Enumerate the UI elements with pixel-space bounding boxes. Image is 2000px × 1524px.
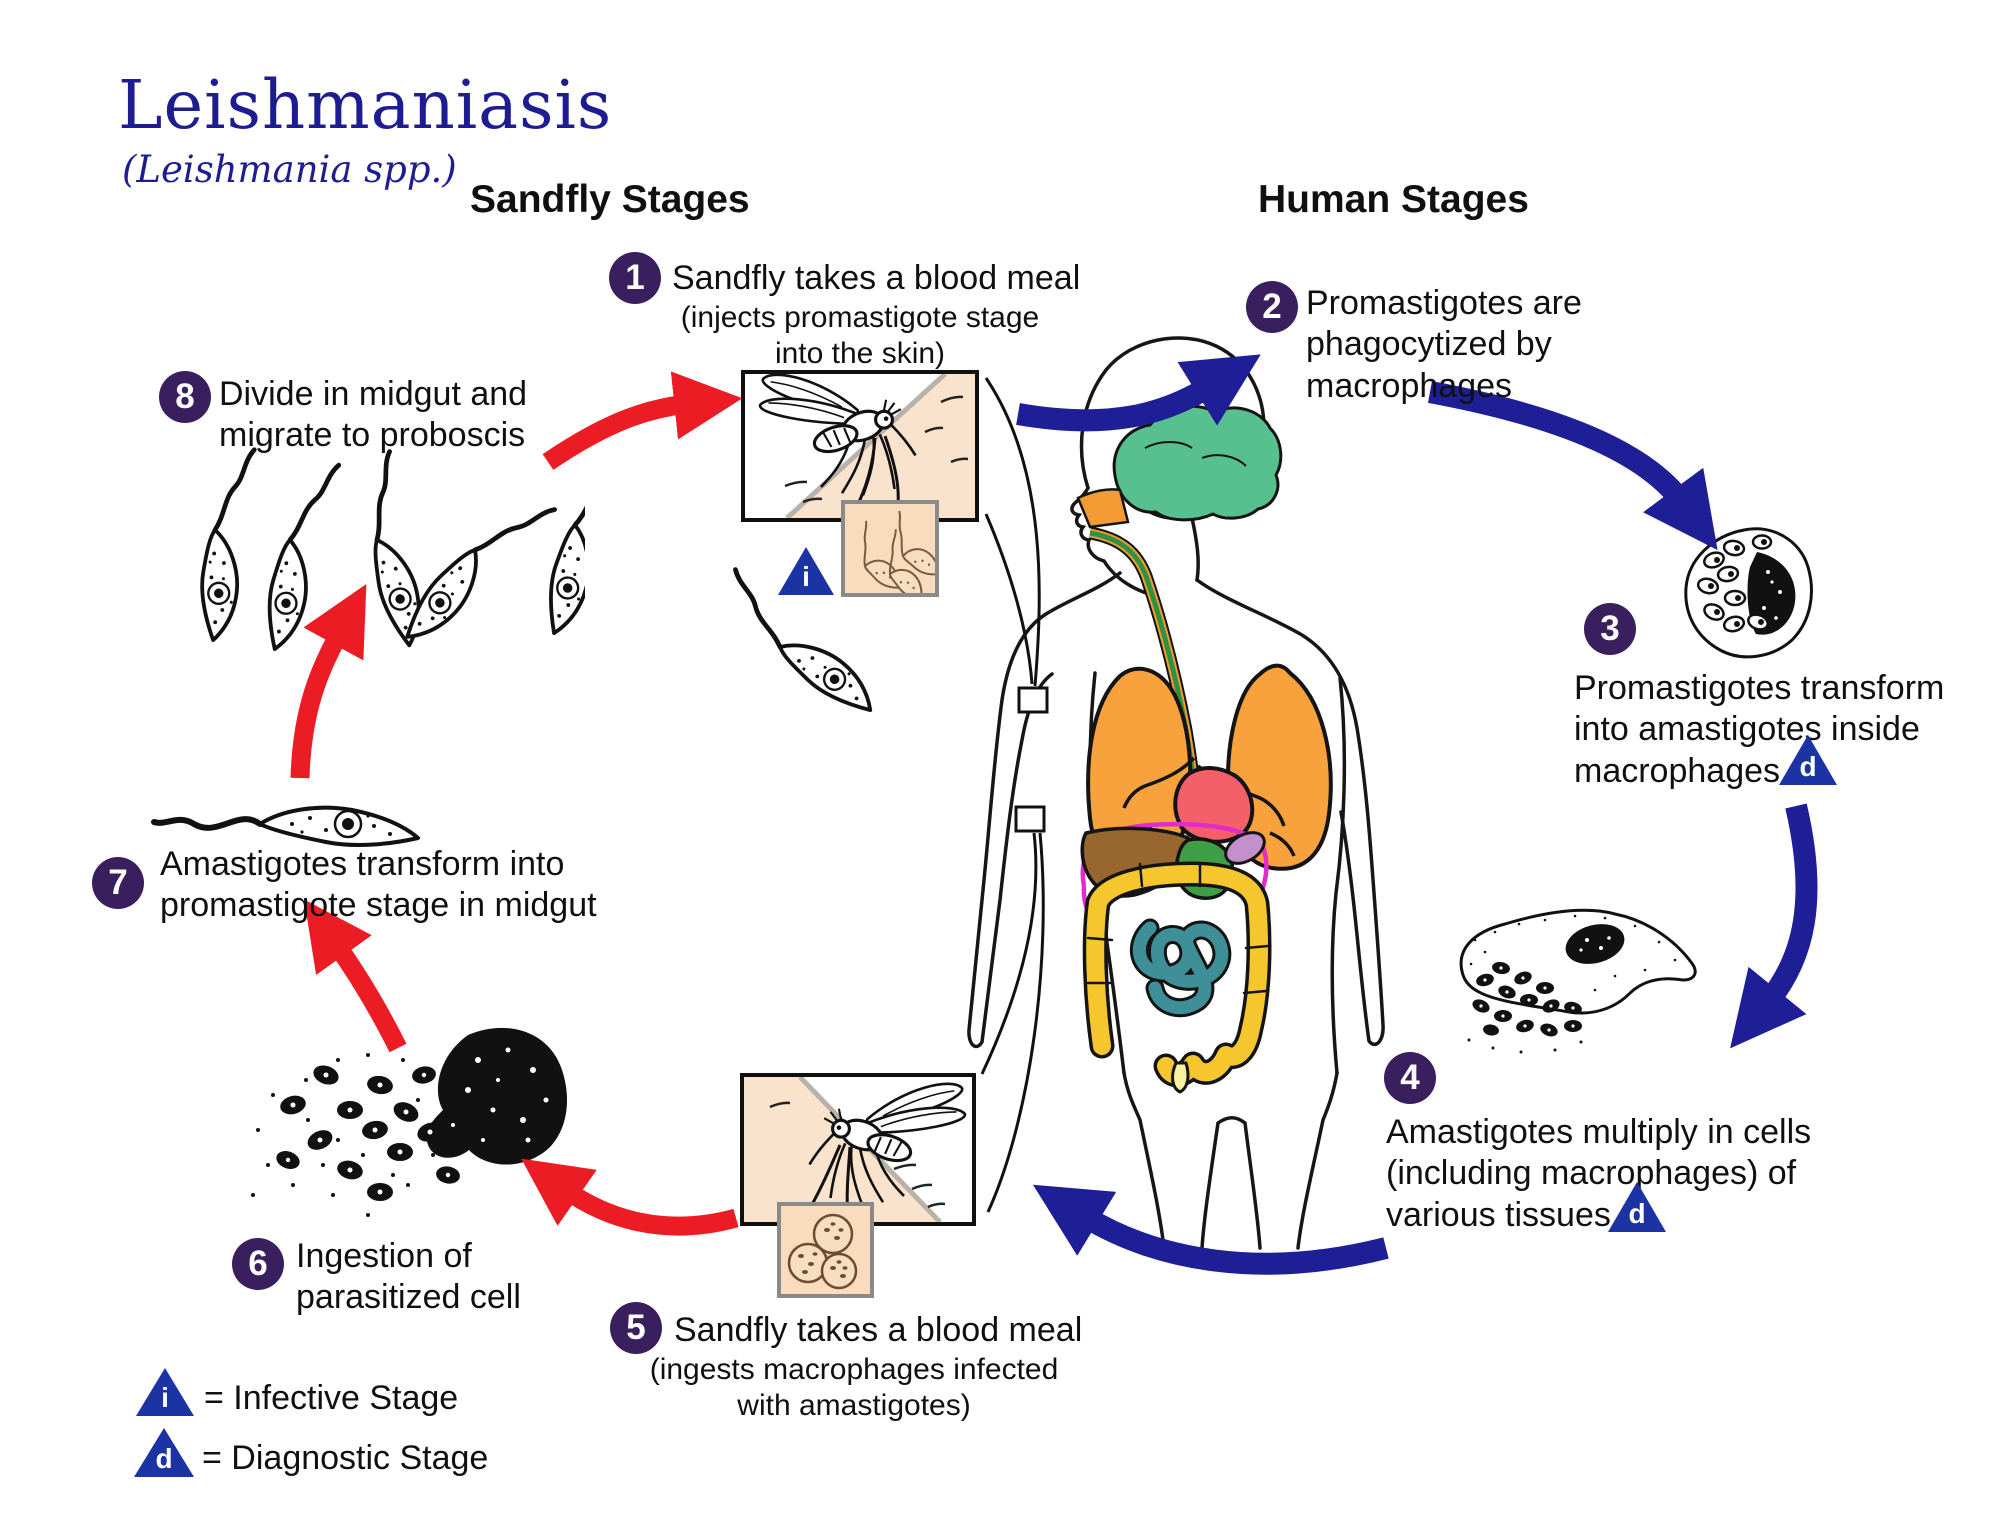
diagnostic-letter: d [1628,1198,1646,1229]
sandfly-biting-skin-illustration-2 [744,1077,967,1222]
page-subtitle: (Leishmania spp.) [122,148,457,191]
step-2-text: Promastigotes are phagocytized by macrop… [1306,284,1582,405]
step-8-number: 8 [159,371,211,423]
legend-infective-letter: i [161,1382,169,1413]
sandfly-biting-skin-illustration [758,374,975,518]
diagnostic-stage-legend-icon: d [134,1428,194,1477]
human-stages-heading: Human Stages [1258,178,1529,221]
diagnostic-stage-legend-label: = Diagnostic Stage [202,1439,489,1477]
human-body-illustration [967,336,1385,1250]
lungs [1086,663,1333,872]
parasitized-cell-cluster-illustration [251,1027,568,1217]
infected-macrophages-illustration [787,1213,858,1290]
step-1-number: 1 [609,252,661,304]
step-6-number: 6 [232,1238,284,1290]
step-5-subtext: (ingests macrophages infected with amast… [649,1353,1059,1422]
step-8-text: Divide in midgut and migrate to probosci… [219,375,528,455]
step-1-text: Sandfly takes a blood meal [672,259,1081,297]
large-intestine [1082,861,1272,1088]
step-7-text: Amastigotes transform into promastigote … [160,845,597,925]
infective-stage-legend-label: = Infective Stage [204,1379,459,1417]
small-intestine [1129,918,1232,1018]
step-3-text: Promastigotes transform into amastigotes… [1574,669,1945,790]
spleen [1224,831,1266,865]
sandfly-stages-heading: Sandfly Stages [470,178,750,221]
step-7-number: 7 [92,857,144,909]
infective-letter: i [802,561,810,592]
sandfly-bite-box-bottom [740,1073,976,1226]
nasal-cavity [1076,488,1130,529]
amastigote-inset-box [777,1202,874,1298]
legend-diagnostic-letter: d [155,1443,173,1474]
infective-stage-legend-icon: i [136,1368,194,1416]
diagnostic-letter: d [1799,751,1817,782]
free-promastigote-illustration [722,565,932,720]
page-title: Leishmaniasis [118,66,613,144]
midgut-promastigote-illustration [151,805,420,847]
step-4-number: 4 [1384,1052,1436,1104]
step-3-number: 3 [1584,603,1636,655]
rectum [1171,1061,1190,1094]
macrophage-with-amastigotes-illustration [1684,527,1813,659]
brain [1112,404,1283,522]
step-2-number: 2 [1246,281,1298,333]
sandfly-bite-box-top [741,370,979,522]
step-5-text: Sandfly takes a blood meal [674,1311,1083,1349]
step-4-text: Amastigotes multiply in cells (including… [1386,1113,1812,1234]
step-5-number: 5 [610,1302,662,1354]
dividing-promastigotes-illustration [155,445,585,700]
amastigotes-in-tissue-cell-illustration [1459,908,1697,1054]
step-6-text: Ingestion of parasitized cell [296,1237,521,1317]
step-1-subtext: (injects promastigote stage into the ski… [680,301,1040,370]
promastigote-inset-box [841,500,939,597]
